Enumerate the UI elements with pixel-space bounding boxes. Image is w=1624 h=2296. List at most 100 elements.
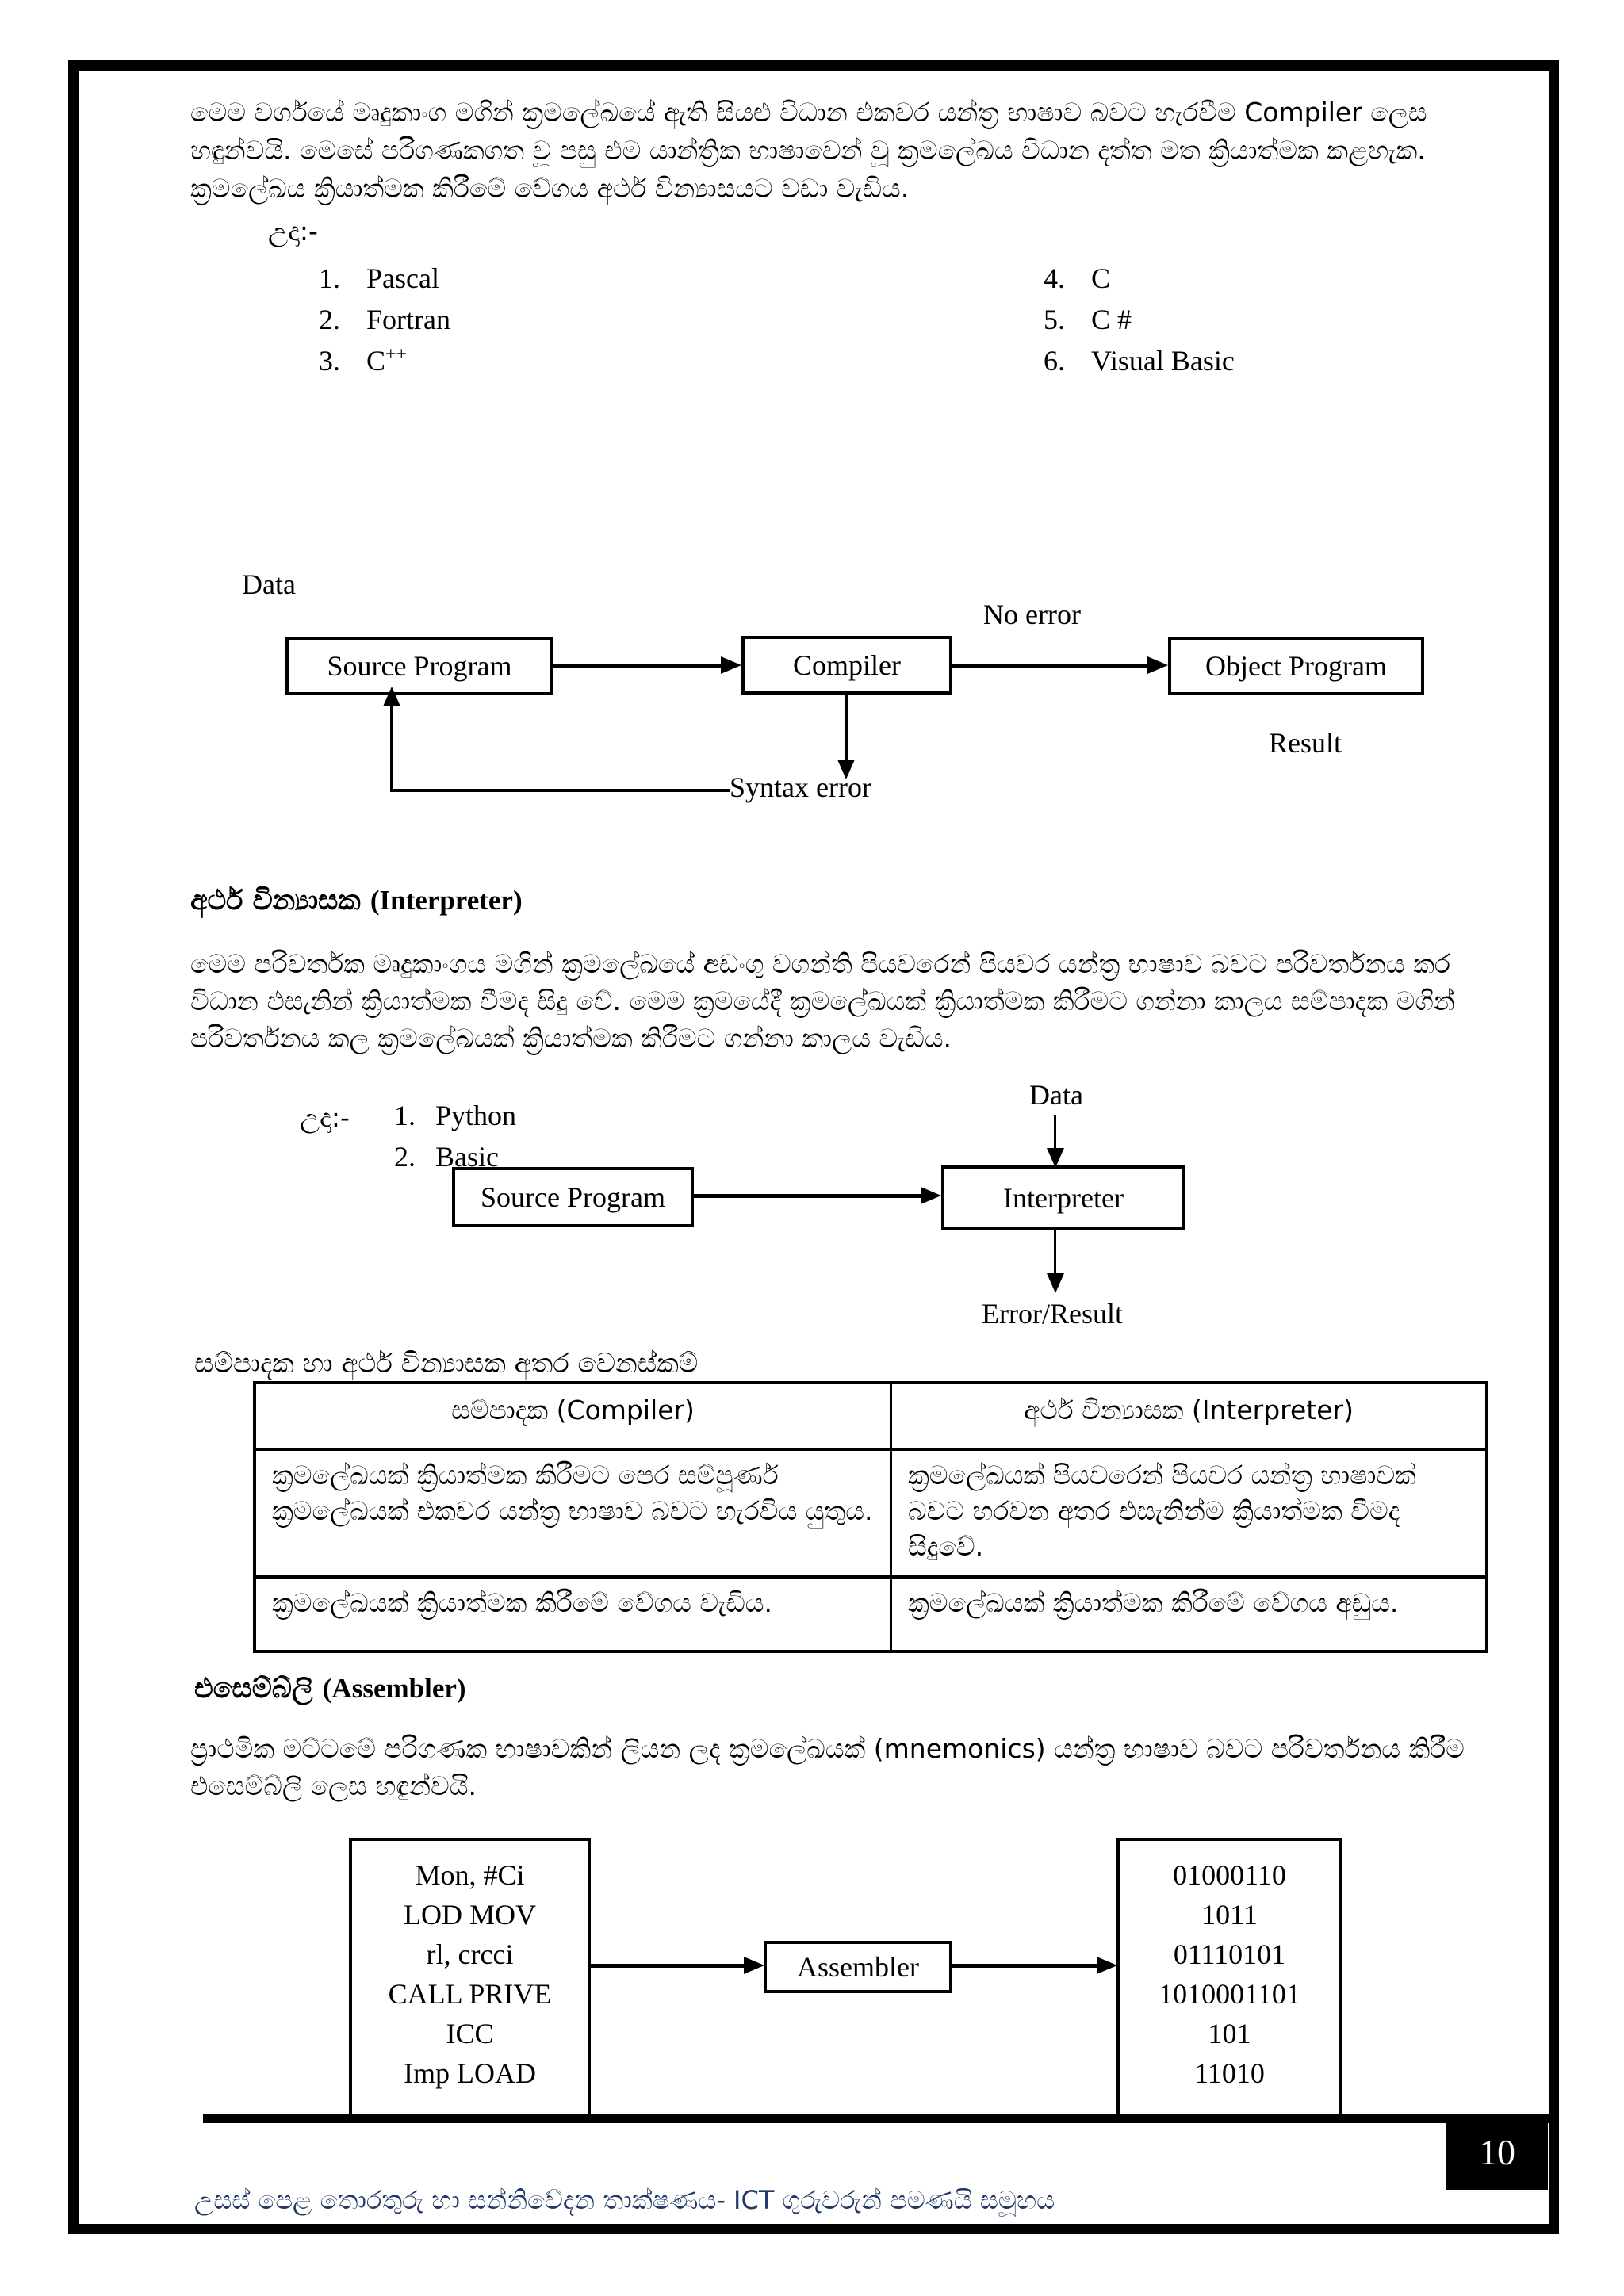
table-row: ක්‍රමලේඛයක් ක්‍රියාත්මක කිරීමේ වේගය වැඩි… xyxy=(256,1575,1485,1650)
language-name: Python xyxy=(435,1100,517,1131)
binary-line: 1010001101 xyxy=(1159,1978,1300,2010)
mnemonic-line: Imp LOAD xyxy=(404,2057,536,2089)
interpreter-heading-english: (Interpreter) xyxy=(370,885,523,916)
assembler-heading-sinhala: එසෙම්බ්ලි xyxy=(194,1673,313,1705)
arrowhead-down-icon xyxy=(1047,1273,1064,1293)
list-number: 1. xyxy=(319,262,340,294)
list-number: 2. xyxy=(319,304,340,335)
arrow-source-to-interpreter xyxy=(694,1194,922,1198)
arrowhead-right-icon xyxy=(744,1957,764,1974)
binary-line: 101 xyxy=(1208,2018,1251,2049)
interpreter-paragraph: මෙම පරිවර්තක මෘදුකාංගය මගින් ක්‍රමලේඛයේ … xyxy=(190,945,1538,1057)
arrow-source-to-assembler xyxy=(591,1964,745,1968)
comparison-table: සම්පාදක (Compiler) අර්ථ වින්‍යාසක (Inter… xyxy=(253,1381,1488,1653)
binary-line: 11010 xyxy=(1194,2057,1265,2089)
paragraph-line: මෙම පරිවර්තක මෘදුකාංගය මගින් ක්‍රමලේඛයේ … xyxy=(190,948,1450,979)
arrowhead-up-icon xyxy=(383,687,400,706)
paragraph-line: විධාන එසැනින් ක්‍රියාත්මක වීමද සිදු වේ. … xyxy=(190,985,1455,1016)
bottom-rule xyxy=(203,2114,1549,2123)
list-item: 1. Pascal xyxy=(319,262,439,295)
machine-code-output-box: 01000110 1011 01110101 1010001101 101 11… xyxy=(1116,1838,1342,2117)
arrowhead-right-icon xyxy=(921,1187,941,1204)
paragraph-line: මෙම වර්ගයේ මෘදුකාංග මගින් ක්‍රමලේඛයේ ඇති… xyxy=(190,97,1427,128)
list-item: 3. C++ xyxy=(319,344,407,377)
list-number: 1. xyxy=(394,1100,416,1131)
table-cell: ක්‍රමලේඛයක් ක්‍රියාත්මක කිරීමේ වේගය වැඩි… xyxy=(256,1578,892,1650)
binary-line: 01000110 xyxy=(1173,1859,1286,1891)
table-header-row: සම්පාදක (Compiler) අර්ථ වින්‍යාසක (Inter… xyxy=(256,1384,1485,1448)
language-name: Pascal xyxy=(366,262,439,294)
mnemonics-source-box: Mon, #Ci LOD MOV rl, crcci CALL PRIVE IC… xyxy=(349,1838,591,2117)
list-item: 2. Fortran xyxy=(319,303,450,336)
list-item: 4.C xyxy=(1044,262,1110,295)
arrow-assembler-to-output xyxy=(952,1964,1098,1968)
table-cell: ක්‍රමලේඛයක් ක්‍රියාත්මක කිරීමේ වේගය අඩුය… xyxy=(908,1587,1399,1618)
assembler-paragraph: ප්‍රාථමික මට්ටමේ පරිගණක භාෂාවකින් ලියන ල… xyxy=(190,1730,1538,1804)
binary-line: 1011 xyxy=(1201,1899,1258,1931)
table-cell: ක්‍රමලේඛයක් ක්‍රියාත්මක කිරීමට පෙර සම්පූ… xyxy=(256,1451,892,1575)
superscript: ++ xyxy=(385,344,408,365)
arrowhead-right-icon xyxy=(721,656,741,674)
table-cell: ක්‍රමලේඛයක් පියවරෙන් පියවර යන්ත්‍ර භාෂාව… xyxy=(908,1460,1416,1562)
compiler-paragraph: මෙම වර්ගයේ මෘදුකාංග මගින් ක්‍රමලේඛයේ ඇති… xyxy=(190,94,1538,208)
language-name: C # xyxy=(1091,304,1132,335)
binary-line: 01110101 xyxy=(1173,1938,1286,1970)
feedback-line-horizontal xyxy=(392,789,730,792)
arrowhead-down-icon xyxy=(837,760,855,779)
list-number: 2. xyxy=(394,1141,416,1173)
list-item: 5. C # xyxy=(1044,303,1132,336)
page-number-badge: 10 xyxy=(1446,2114,1548,2190)
paragraph-line: එසෙම්බ්ලි ලෙස හඳුන්වයි. xyxy=(190,1770,477,1801)
paragraph-line: ක්‍රමලේඛය ක්‍රියාත්මක කිරීමේ වේගය අර්ථ ව… xyxy=(190,173,910,204)
arrowhead-down-icon xyxy=(1047,1148,1064,1168)
mnemonic-line: ICC xyxy=(446,2018,494,2049)
column-header-compiler: සම්පාදක (Compiler) xyxy=(256,1384,892,1448)
page-border xyxy=(68,60,1559,2234)
data-label: Data xyxy=(242,568,296,600)
arrow-interpreter-to-result xyxy=(1054,1230,1056,1275)
source-program-box: Source Program xyxy=(452,1167,694,1227)
language-name: Fortran xyxy=(366,304,450,335)
paragraph-line: හඳුන්වයි. මෙසේ පරිගණකගත වූ පසු එම යාන්ත්… xyxy=(190,135,1426,166)
feedback-line-vertical xyxy=(390,704,393,792)
assembler-heading: එසෙම්බ්ලි (Assembler) xyxy=(194,1673,466,1705)
source-program-box: Source Program xyxy=(285,637,553,695)
object-program-box: Object Program xyxy=(1168,637,1424,695)
comparison-heading: සම්පාදක හා අර්ථ වින්‍යාසක අතර වෙනස්කම් xyxy=(194,1348,699,1380)
list-number: 4. xyxy=(1044,262,1065,294)
footer-text: උසස් පෙළ තොරතුරු හා සන්නිවේදන තාක්ෂණය- I… xyxy=(194,2185,1055,2215)
language-name: C xyxy=(366,345,386,377)
no-error-label: No error xyxy=(983,599,1081,630)
mnemonic-line: rl, crcci xyxy=(426,1938,514,1970)
list-number: 5. xyxy=(1044,304,1065,335)
list-number: 3. xyxy=(319,345,340,377)
column-header-interpreter: අර්ථ වින්‍යාසක (Interpreter) xyxy=(1024,1395,1354,1425)
table-row: ක්‍රමලේඛයක් ක්‍රියාත්මක කිරීමට පෙර සම්පූ… xyxy=(256,1448,1485,1575)
result-label: Result xyxy=(1269,727,1342,759)
assembler-box: Assembler xyxy=(764,1941,952,1993)
arrow-source-to-compiler xyxy=(553,664,722,668)
paragraph-line: පරිවර්තනය කල ක්‍රමලේඛයක් ක්‍රියාත්මක කිර… xyxy=(190,1023,952,1054)
mnemonic-line: CALL PRIVE xyxy=(388,1978,552,2010)
interpreter-heading-sinhala: අර්ථ වින්‍යාසක xyxy=(190,885,361,916)
syntax-error-label: Syntax error xyxy=(730,771,871,803)
mnemonic-line: LOD MOV xyxy=(404,1899,536,1931)
arrow-compiler-to-object xyxy=(952,664,1148,668)
arrowhead-right-icon xyxy=(1147,656,1168,674)
data-label: Data xyxy=(1029,1079,1083,1111)
list-item: 1. Python xyxy=(394,1099,516,1132)
interpreter-box: Interpreter xyxy=(941,1165,1185,1230)
error-result-label: Error/Result xyxy=(982,1298,1123,1330)
arrow-compiler-to-syntax-error xyxy=(845,695,848,761)
language-name: Visual Basic xyxy=(1091,345,1235,377)
page-number: 10 xyxy=(1479,2131,1515,2172)
list-item: 6. Visual Basic xyxy=(1044,344,1235,377)
example-label: උදා:- xyxy=(300,1102,350,1133)
paragraph-line: ප්‍රාථමික මට්ටමේ පරිගණක භාෂාවකින් ලියන ල… xyxy=(190,1733,1465,1764)
list-number: 6. xyxy=(1044,345,1065,377)
arrowhead-right-icon xyxy=(1097,1957,1117,1974)
interpreter-heading: අර්ථ වින්‍යාසක (Interpreter) xyxy=(190,885,523,916)
assembler-heading-english: (Assembler) xyxy=(322,1673,466,1704)
example-label: උදා:- xyxy=(268,216,318,247)
